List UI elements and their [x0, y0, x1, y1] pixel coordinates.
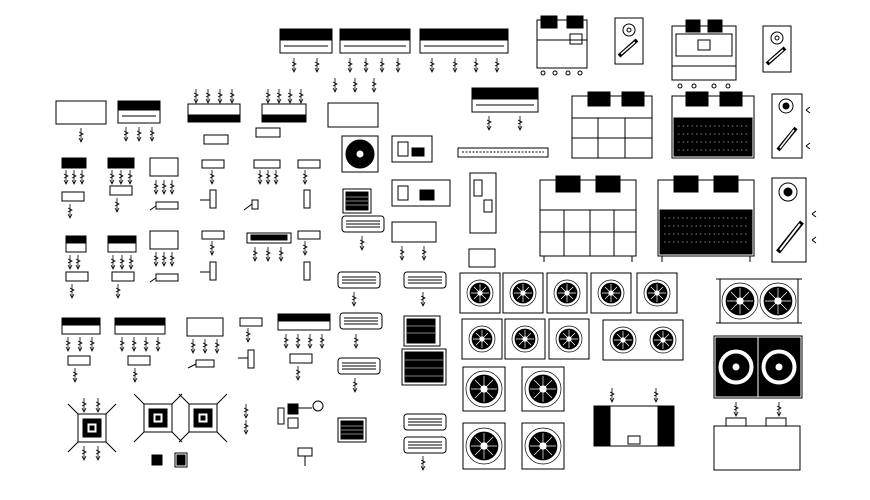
ceiling-unit-a	[187, 88, 241, 145]
wall-split-unit-a	[279, 28, 333, 73]
linear-diffuser	[457, 147, 549, 158]
package-unit-side-b	[761, 24, 793, 74]
package-unit-side-a	[613, 16, 645, 66]
coil-unit-e	[403, 271, 447, 307]
air-handling-unit-b	[671, 91, 755, 159]
small-indoor-units-row2	[65, 230, 321, 299]
rooftop-package-unit-a	[536, 15, 588, 76]
grille-unit-b	[337, 417, 367, 443]
vertical-fcu	[468, 172, 497, 268]
ahu-side-view-b	[771, 177, 817, 263]
grille-unit-d	[401, 348, 447, 386]
wall-split-unit-d	[471, 87, 539, 131]
coil-unit-a	[341, 215, 385, 251]
small-grilles	[151, 452, 188, 468]
floor-arrows-cluster	[332, 77, 377, 93]
fcu-box-c	[391, 221, 437, 261]
condensing-unit-twin-fan	[716, 278, 802, 324]
condensing-unit-box	[713, 417, 801, 471]
grille-unit-c	[403, 315, 441, 347]
coil-unit-f	[403, 413, 447, 471]
cassette-unit-b	[133, 393, 183, 443]
rooftop-package-unit-b	[671, 19, 737, 89]
twin-fan-unit	[602, 319, 684, 361]
wall-split-unit-b	[339, 28, 411, 73]
cassette-unit-large	[67, 397, 117, 461]
valve-symbols	[243, 400, 324, 466]
condensing-unit-large	[713, 335, 803, 417]
indoor-unit-plain	[55, 100, 107, 143]
duct-unit-plain	[327, 102, 379, 128]
small-indoor-units-row1	[61, 157, 321, 219]
fcu-box-b	[391, 179, 451, 207]
indoor-unit-wall	[117, 100, 161, 142]
air-handling-unit-c	[539, 175, 637, 262]
air-handling-unit-a	[571, 91, 653, 159]
round-fan-box	[341, 135, 379, 173]
ceiling-unit-b	[255, 88, 307, 138]
air-handling-unit-d	[657, 175, 755, 262]
fcu-box-a	[391, 135, 433, 163]
wall-split-unit-c	[419, 28, 509, 73]
small-indoor-units-row3	[61, 313, 331, 383]
large-fan-units	[462, 366, 565, 470]
coil-unit-b	[337, 271, 381, 307]
ahu-side-view-a	[771, 93, 811, 159]
cassette-unit-c	[178, 393, 228, 443]
coil-unit-d	[337, 357, 381, 393]
grille-unit-a	[342, 188, 372, 214]
chiller-unit	[593, 387, 675, 447]
coil-unit-c	[339, 312, 383, 349]
